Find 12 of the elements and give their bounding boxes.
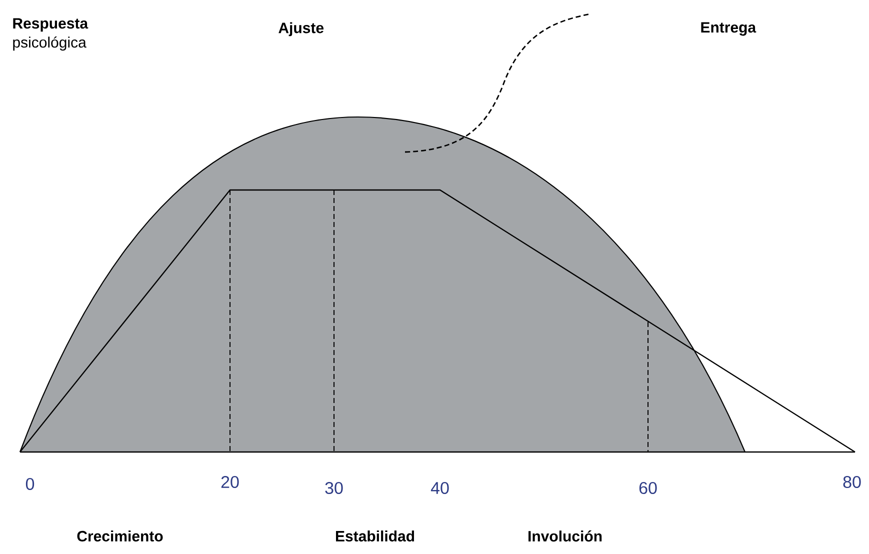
tick-label: 0 [26, 478, 34, 490]
phase-label: Involución [528, 530, 602, 542]
stage-label: Entrega [701, 22, 756, 36]
tick-label: 30 [325, 482, 343, 494]
tick-label: 60 [639, 482, 657, 494]
axis-title: Respuesta psicológica [13, 18, 88, 51]
tick-label: 80 [843, 476, 861, 488]
phase-label: Crecimiento [77, 530, 163, 542]
phase-label: Estabilidad [336, 530, 414, 542]
tick-label: 40 [430, 482, 449, 494]
tick-label: 20 [221, 476, 239, 488]
stage-label: Ajuste [278, 22, 324, 36]
